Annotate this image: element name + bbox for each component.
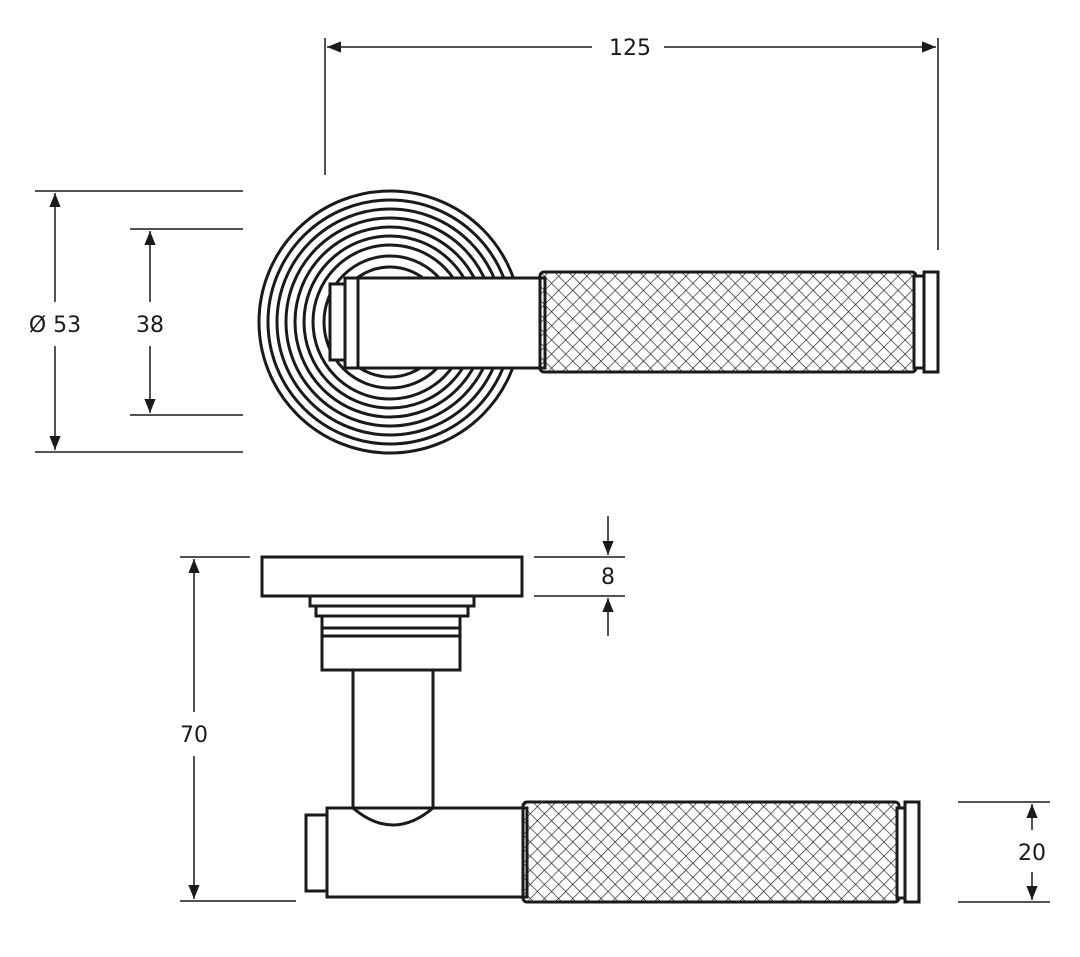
side-view: 8 70 20 (180, 516, 1050, 904)
dimension-label-20: 20 (1018, 841, 1046, 866)
dimension-label-diameter: Ø 53 (29, 313, 81, 338)
spindle-collar (308, 594, 476, 672)
lever-neck (328, 276, 547, 370)
dimension-label-70: 70 (180, 723, 208, 748)
dimension-inner-diameter: 38 (130, 228, 243, 416)
lever-end-cap-side (895, 800, 921, 904)
lever-body (304, 806, 529, 899)
dimension-lever-height: 20 (958, 801, 1050, 903)
dimension-overall-length: 125 (324, 36, 939, 250)
top-view: 125 Ø 53 38 (29, 36, 940, 455)
lever-end-cap (912, 270, 940, 374)
dimension-label-38: 38 (136, 313, 164, 338)
dimension-projection: 70 (180, 556, 296, 902)
dimension-label-8: 8 (601, 565, 615, 590)
dimension-rose-thickness: 8 (534, 516, 625, 636)
dimension-label-125: 125 (609, 36, 651, 61)
shank (351, 668, 435, 812)
dimension-rose-diameter: Ø 53 (29, 190, 243, 453)
knurled-grip (538, 270, 918, 374)
knurled-grip-side (521, 800, 901, 904)
rose-plate (260, 555, 524, 598)
